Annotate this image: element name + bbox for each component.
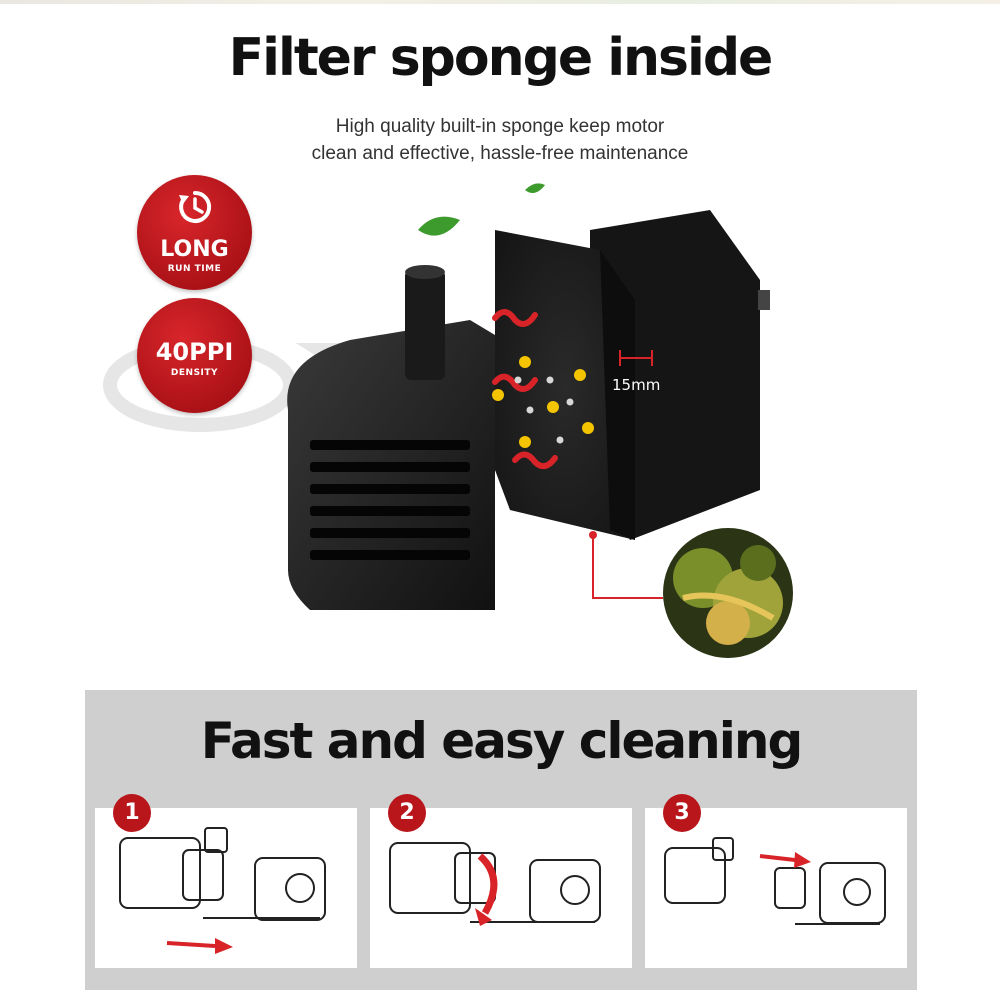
cleaning-section: Fast and easy cleaning 1 — [85, 690, 917, 990]
subtitle-line-2: clean and effective, hassle-free mainten… — [311, 143, 689, 164]
pump-with-sponge-illustration — [287, 183, 770, 610]
clock-icon — [179, 190, 212, 223]
cleaning-title: Fast and easy cleaning — [200, 712, 804, 770]
flow-arrow-icon — [492, 309, 558, 470]
callout-line — [592, 535, 663, 599]
cleaning-step-2: 2 — [370, 794, 632, 968]
debris-closeup-image — [663, 528, 793, 658]
step-2-illustration — [389, 842, 601, 926]
debris-particles — [492, 356, 594, 448]
step-number-badge: 2 — [388, 794, 426, 832]
badge-ppi-label: 40PPI — [155, 338, 234, 366]
step-number-badge: 1 — [113, 794, 151, 832]
page-title: Filter sponge inside — [228, 28, 774, 88]
step-number-badge: 3 — [663, 794, 701, 832]
badge-long-label: LONG — [160, 237, 229, 262]
callout-dot — [589, 531, 597, 539]
arrow-right-icon — [759, 852, 811, 868]
badge-density-label: DENSITY — [170, 368, 219, 378]
step-1-illustration — [119, 827, 326, 954]
badge-run-time-label: RUN TIME — [167, 264, 222, 274]
cleaning-step-3: 3 — [645, 794, 907, 968]
top-decorative-strip — [0, 0, 1000, 4]
subtitle-line-1: High quality built-in sponge keep motor — [335, 116, 665, 137]
thickness-dimension-line — [619, 350, 653, 366]
sponge-thickness-label: 15mm — [612, 376, 661, 394]
page-subtitle: High quality built-in sponge keep motor … — [250, 113, 750, 167]
pump-body — [287, 265, 495, 610]
rotate-arrow-icon — [475, 853, 498, 926]
leaf-icon — [418, 183, 545, 236]
arrow-right-icon — [166, 938, 233, 954]
cleaning-step-1: 1 — [95, 794, 357, 968]
filter-sponge — [495, 230, 635, 540]
step-3-illustration — [664, 837, 886, 925]
ppi-density-badge: 40PPI DENSITY — [137, 298, 252, 413]
long-run-time-badge: LONG RUN TIME — [137, 175, 252, 290]
